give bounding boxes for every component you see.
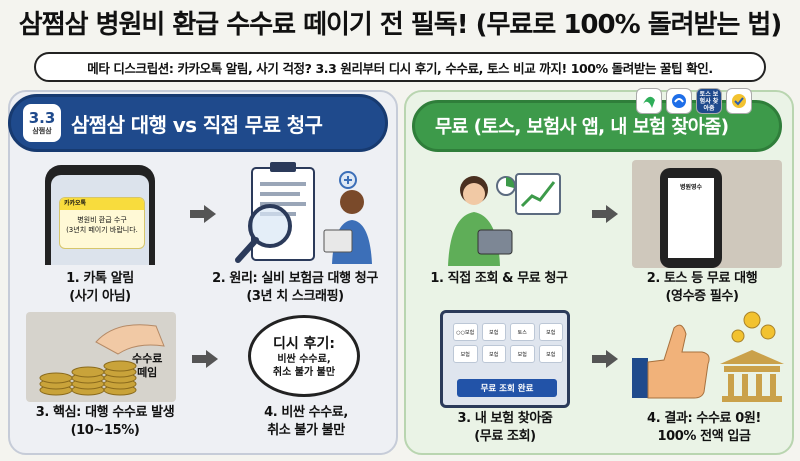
- left-step3-caption: 3. 핵심: 대행 수수료 발생 (10~15%): [20, 404, 190, 440]
- right-step4-line2: 100% 전액 입금: [657, 429, 751, 444]
- right-header: 무료 (토스, 보험사 앱, 내 보험 찾아줌): [412, 100, 782, 152]
- free-lookup-complete-button: 무료 조회 완료: [457, 379, 557, 397]
- clipboard-magnifier-icon: [235, 162, 372, 264]
- left-step4-line2: 취소 불가 불만: [267, 423, 345, 438]
- insurance-tile: 보험: [510, 345, 535, 363]
- fee-label-line1: 수수료: [132, 352, 163, 365]
- left-step4-caption: 4. 비싼 수수료, 취소 불가 불만: [226, 404, 386, 440]
- person-tablet-chart-icon: [448, 173, 561, 266]
- kakao-notification: 카카오톡 병원비 환급 수구 (3년치 떼이기 바랍니다.: [59, 197, 145, 249]
- right-step4-line1: 4. 결과: 수수료 0원!: [647, 411, 761, 426]
- left-step1-line1: 1. 카톡 알림: [66, 271, 134, 286]
- green-app-icon: [636, 88, 662, 114]
- meta-description: 메타 디스크립션: 카카오톡 알림, 사기 걱정? 3.3 원리부터 디시 후기…: [34, 52, 766, 82]
- left-step2-line2: (3년 치 스크래핑): [246, 289, 344, 304]
- left-header-title: 삼쩜삼 대행 vs 직접 무료 청구: [71, 112, 323, 137]
- left-step3-line2: (10~15%): [70, 423, 140, 438]
- left-step2-line1: 2. 원리: 실비 보험금 대행 청구: [212, 271, 378, 286]
- right-step4-caption: 4. 결과: 수수료 0원! 100% 전액 입금: [614, 410, 794, 446]
- insurance-tile: 토스: [510, 323, 535, 341]
- phone-illustration: 카카오톡 병원비 환급 수구 (3년치 떼이기 바랍니다.: [45, 165, 155, 265]
- right-step2-line1: 2. 토스 등 무료 대행: [646, 271, 758, 286]
- right-step2-caption: 2. 토스 등 무료 대행 (영수증 필수): [612, 270, 792, 306]
- insurance-tile: 보험: [481, 345, 506, 363]
- insurance-finder-icon: 토스 보험사 찾아줌: [696, 88, 722, 114]
- fee-deducted-label: 수수료 떼임: [132, 352, 162, 380]
- right-step3-caption: 3. 내 보험 찾아줌 (무료 조회): [420, 410, 590, 446]
- insurance-finder-screen: ○○보험 보험 토스 보험 보험 보험 보험 보험 무료 조회 완료: [440, 310, 570, 408]
- left-step4-line1: 4. 비싼 수수료,: [264, 405, 348, 420]
- check-badge-icon: [726, 88, 752, 114]
- receipt-paper: 병원영수: [668, 178, 714, 258]
- arrow-right-icon: [592, 205, 618, 223]
- fee-label-line2: 떼임: [137, 366, 158, 379]
- insurance-tile: 보험: [481, 323, 506, 341]
- kakao-body-line2: (3년치 떼이기 바랍니다.: [66, 226, 138, 234]
- insurance-company-grid: ○○보험 보험 토스 보험 보험 보험 보험 보험: [453, 323, 563, 363]
- bubble-line1: 비싼 수수료,: [277, 354, 331, 365]
- review-speech-bubble: 디시 후기: 비싼 수수료, 취소 불가 불만: [248, 315, 360, 397]
- receipt-title: 병원영수: [679, 184, 703, 191]
- bubble-line2: 취소 불가 불만: [272, 367, 336, 378]
- app-icons: 토스 보험사 찾아줌: [636, 88, 752, 114]
- left-header: 3.3 삼쩜삼 삼쩜삼 대행 vs 직접 무료 청구: [8, 94, 388, 152]
- arrow-right-icon: [592, 350, 618, 368]
- left-step2-caption: 2. 원리: 실비 보험금 대행 청구 (3년 치 스크래핑): [200, 270, 390, 306]
- right-step2-line2: (영수증 필수): [665, 289, 739, 304]
- arrow-right-icon: [190, 205, 216, 223]
- left-step1-line2: (사기 아님): [69, 289, 131, 304]
- page-title: 삼쩜삼 병원비 환급 수수료 떼이기 전 필독! (무료로 100% 돌려받는 …: [18, 10, 782, 40]
- right-step1-line1: 1. 직접 조회 & 무료 청구: [430, 271, 568, 286]
- right-step3-line1: 3. 내 보험 찾아줌: [457, 411, 553, 426]
- insurance-tile: 보험: [538, 323, 563, 341]
- bubble-heading: 디시 후기:: [273, 336, 335, 352]
- right-step1-caption: 1. 직접 조회 & 무료 청구: [414, 270, 584, 288]
- right-header-title: 무료 (토스, 보험사 앱, 내 보험 찾아줌): [435, 117, 729, 138]
- toss-app-icon: [666, 88, 692, 114]
- left-step3-line1: 3. 핵심: 대행 수수료 발생: [35, 405, 175, 420]
- logo-number: 3.3: [28, 108, 56, 127]
- insurance-tile: 보험: [538, 345, 563, 363]
- kakao-body-line1: 병원비 환급 수구: [77, 216, 127, 224]
- receipt-phone-icon: 병원영수: [660, 168, 722, 268]
- insurance-tile: 보험: [453, 345, 478, 363]
- kakao-header: 카카오톡: [60, 198, 144, 210]
- left-step1-caption: 1. 카톡 알림 (사기 아님): [30, 270, 170, 306]
- logo-text: 삼쩜삼: [32, 126, 52, 135]
- arrow-right-icon: [192, 350, 218, 368]
- samjjeomsam-logo: 3.3 삼쩜삼: [23, 104, 61, 142]
- insurance-tile: ○○보험: [453, 323, 478, 341]
- right-step3-line2: (무료 조회): [474, 429, 536, 444]
- coin-stacks-icon: [26, 312, 176, 402]
- phone-screen: 카카오톡 병원비 환급 수구 (3년치 떼이기 바랍니다.: [51, 175, 149, 265]
- thumbs-up-bank-icon: [632, 311, 784, 402]
